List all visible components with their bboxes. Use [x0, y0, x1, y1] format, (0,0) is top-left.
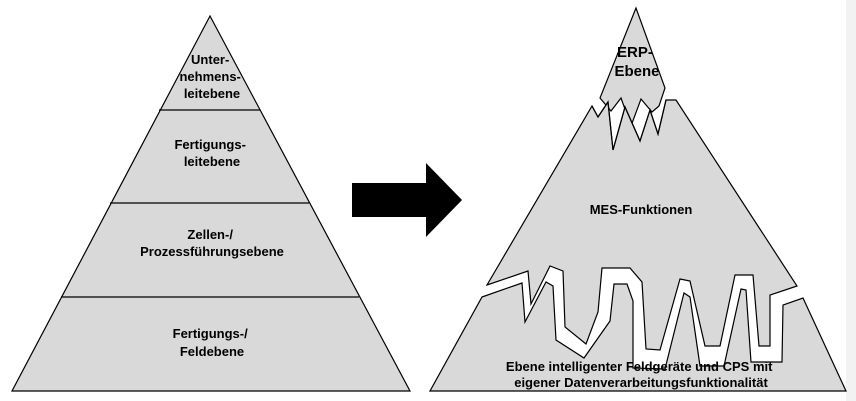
left-level-1-label: Unter- nehmens- leitebene — [179, 52, 244, 101]
right-middle-label: MES-Funktionen — [590, 202, 693, 217]
right-top-label: ERP- Ebene — [614, 44, 659, 80]
left-level-2-label: Fertigungs- leitebene — [174, 137, 249, 169]
right-pyramid-upper-crack — [591, 99, 667, 151]
page-edge-strip — [846, 0, 856, 401]
right-bottom-label: Ebene intelligenter Feldgeräte und CPS m… — [506, 359, 776, 390]
right-pyramid-top-piece — [599, 6, 666, 128]
right-pyramid: ERP- Ebene MES-Funktionen Ebene intellig… — [428, 6, 847, 392]
left-pyramid: Unter- nehmens- leitebene Fertigungs- le… — [11, 14, 411, 392]
left-level-4-label: Fertigungs-/ Feldebene — [173, 326, 252, 359]
right-arrow-icon — [352, 163, 462, 237]
right-pyramid-bottom-piece — [428, 281, 847, 392]
left-level-3-label: Zellen-/ Prozessführungsebene — [140, 227, 284, 259]
